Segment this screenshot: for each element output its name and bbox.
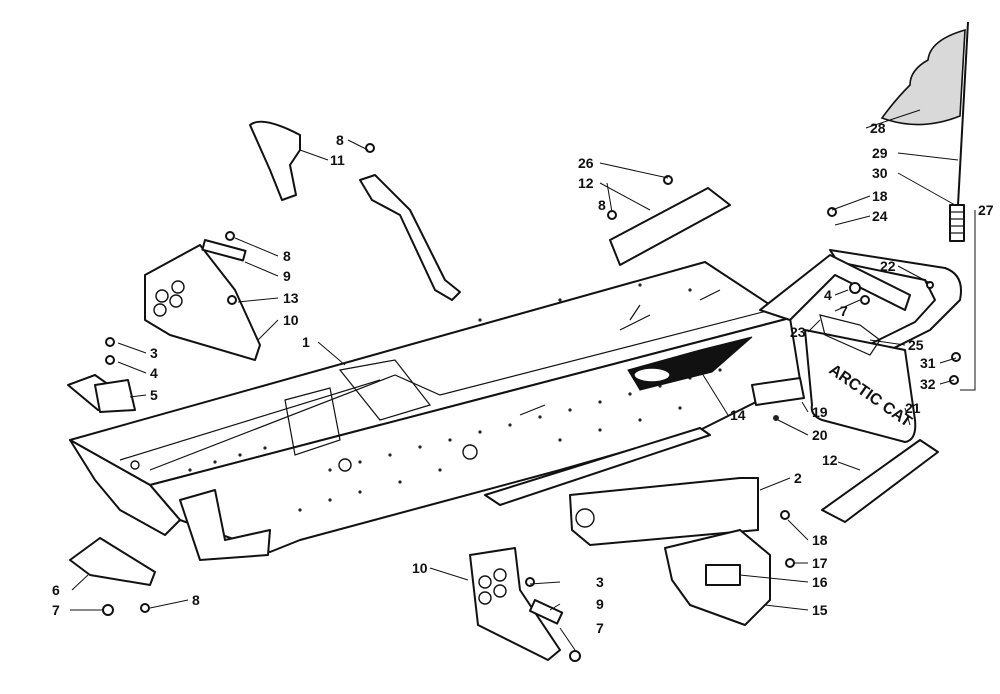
callout-25: 25 [908,337,924,353]
callout-29: 29 [872,145,888,161]
callout-27: 27 [978,202,994,218]
callout-8-upper-left: 8 [283,248,291,264]
safety-flag [880,21,969,242]
callout-3-lower: 3 [596,574,604,590]
callout-28: 28 [870,120,886,136]
snowflap: ARCTIC CAT [804,314,917,443]
callout-10-lower: 10 [412,560,428,576]
reflector [751,377,805,421]
callout-11: 11 [330,152,345,168]
callout-4-left: 4 [150,365,158,381]
grab-handle-lower [821,439,939,523]
footrest-left [144,244,261,361]
callout-5: 5 [150,387,158,403]
callout-labels: 1 2 3 4 5 6 7 8 8 9 13 10 10 11 8 26 12 … [52,120,994,636]
callout-21: 21 [905,400,921,416]
footrest-lower [469,547,561,661]
callout-8-steering: 8 [336,132,344,148]
callout-18-upper: 18 [872,188,888,204]
callout-6: 6 [52,582,60,598]
callout-30: 30 [872,165,888,181]
callout-8-handle: 8 [598,197,606,213]
callout-7-left: 7 [52,602,60,618]
heat-shield [664,529,771,626]
bracket-9-lower [528,598,564,625]
bracket-5 [67,374,136,413]
callout-19: 19 [812,404,828,420]
steering-post [249,120,461,301]
callout-12-lower: 12 [822,452,838,468]
callout-26: 26 [578,155,594,171]
brace-bracket [569,477,759,546]
callout-18-lower: 18 [812,532,828,548]
grab-handle-upper [609,187,731,266]
callout-9-lower: 9 [596,596,604,612]
callout-16: 16 [812,574,828,590]
callout-13: 13 [283,290,299,306]
callout-8-lower-left: 8 [192,592,200,608]
callout-3-left: 3 [150,345,158,361]
callout-22: 22 [880,258,896,274]
callout-15: 15 [812,602,828,618]
bracket-6 [69,537,156,586]
callout-4-right: 4 [824,287,832,303]
callout-32: 32 [920,376,936,392]
callout-12-upper: 12 [578,175,594,191]
callout-23: 23 [790,324,806,340]
callout-1: 1 [302,334,310,350]
leader-lines [70,109,976,651]
bracket-9-upper [201,239,247,262]
rear-bumper [759,249,962,366]
callout-14: 14 [730,407,746,423]
running-board [484,427,711,506]
callout-31: 31 [920,355,936,371]
callout-17: 17 [812,555,828,571]
callout-24: 24 [872,208,888,224]
tunnel-decal [627,336,753,391]
callout-10-left: 10 [283,312,299,328]
callout-2: 2 [794,470,802,486]
callout-20: 20 [812,427,828,443]
callout-7-right: 7 [840,303,848,319]
callout-9-left: 9 [283,268,291,284]
callout-7-lower: 7 [596,620,604,636]
